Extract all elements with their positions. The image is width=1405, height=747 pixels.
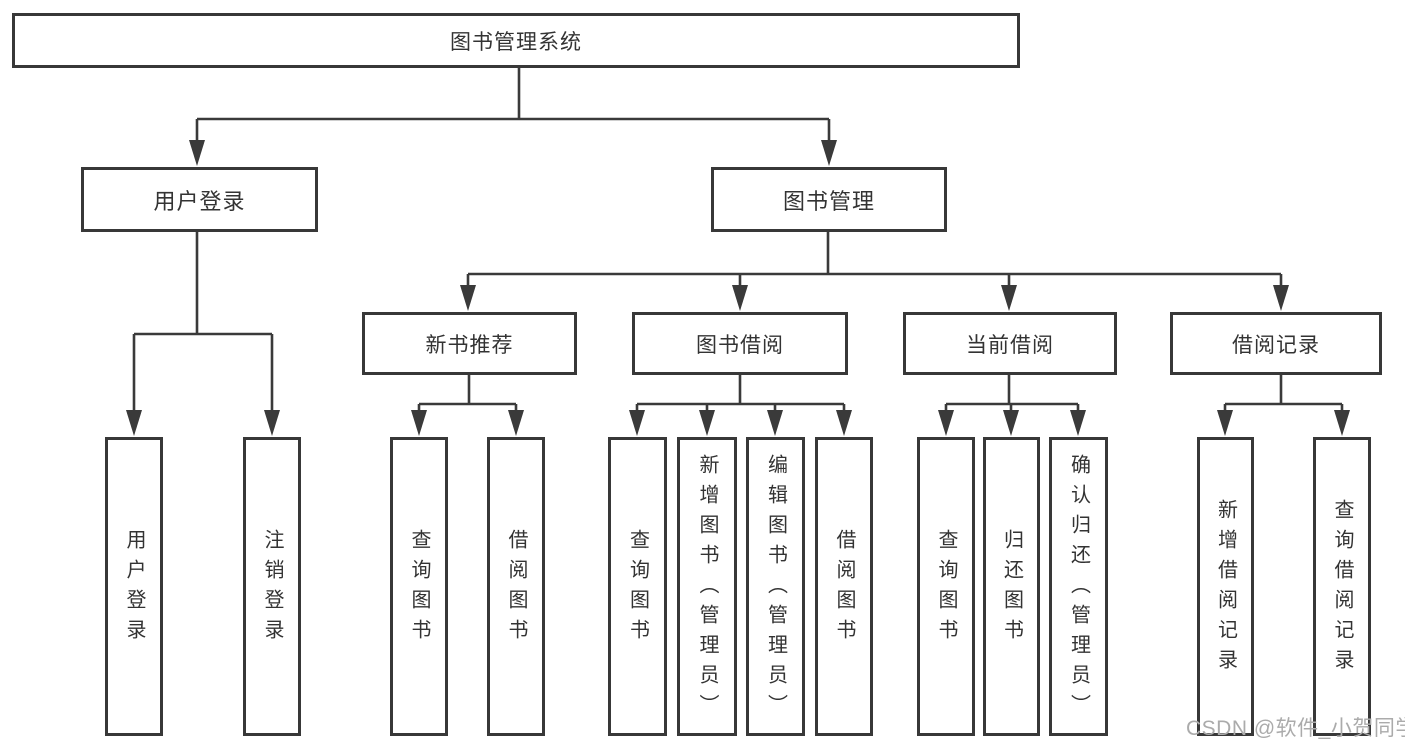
node-new-book-recommendation: 新书推荐 xyxy=(362,312,577,375)
node-borrowing-records: 借阅记录 xyxy=(1170,312,1382,375)
node-library-management-system: 图书管理系统 xyxy=(12,13,1020,68)
leaf-query-books-current: 查询图书 xyxy=(917,437,975,736)
leaf-edit-books-admin: 编辑图书（管理员） xyxy=(746,437,805,736)
leaf-add-books-admin: 新增图书（管理员） xyxy=(677,437,737,736)
node-current-borrowing: 当前借阅 xyxy=(903,312,1117,375)
leaf-query-borrow-record: 查询借阅记录 xyxy=(1313,437,1371,736)
leaf-confirm-return-admin: 确认归还（管理员） xyxy=(1049,437,1108,736)
leaf-logout: 注销登录 xyxy=(243,437,301,736)
node-user-login: 用户登录 xyxy=(81,167,318,232)
node-book-management: 图书管理 xyxy=(711,167,947,232)
leaf-borrow-books: 借阅图书 xyxy=(815,437,873,736)
leaf-user-login: 用户登录 xyxy=(105,437,163,736)
leaf-borrow-books-recommend: 借阅图书 xyxy=(487,437,545,736)
leaf-query-books-borrow: 查询图书 xyxy=(608,437,667,736)
node-book-borrowing: 图书借阅 xyxy=(632,312,848,375)
leaf-add-borrow-record: 新增借阅记录 xyxy=(1197,437,1254,736)
csdn-watermark: CSDN @软件_小贺同学 xyxy=(1186,717,1405,740)
leaf-return-books: 归还图书 xyxy=(983,437,1040,736)
leaf-query-books-recommend: 查询图书 xyxy=(390,437,448,736)
